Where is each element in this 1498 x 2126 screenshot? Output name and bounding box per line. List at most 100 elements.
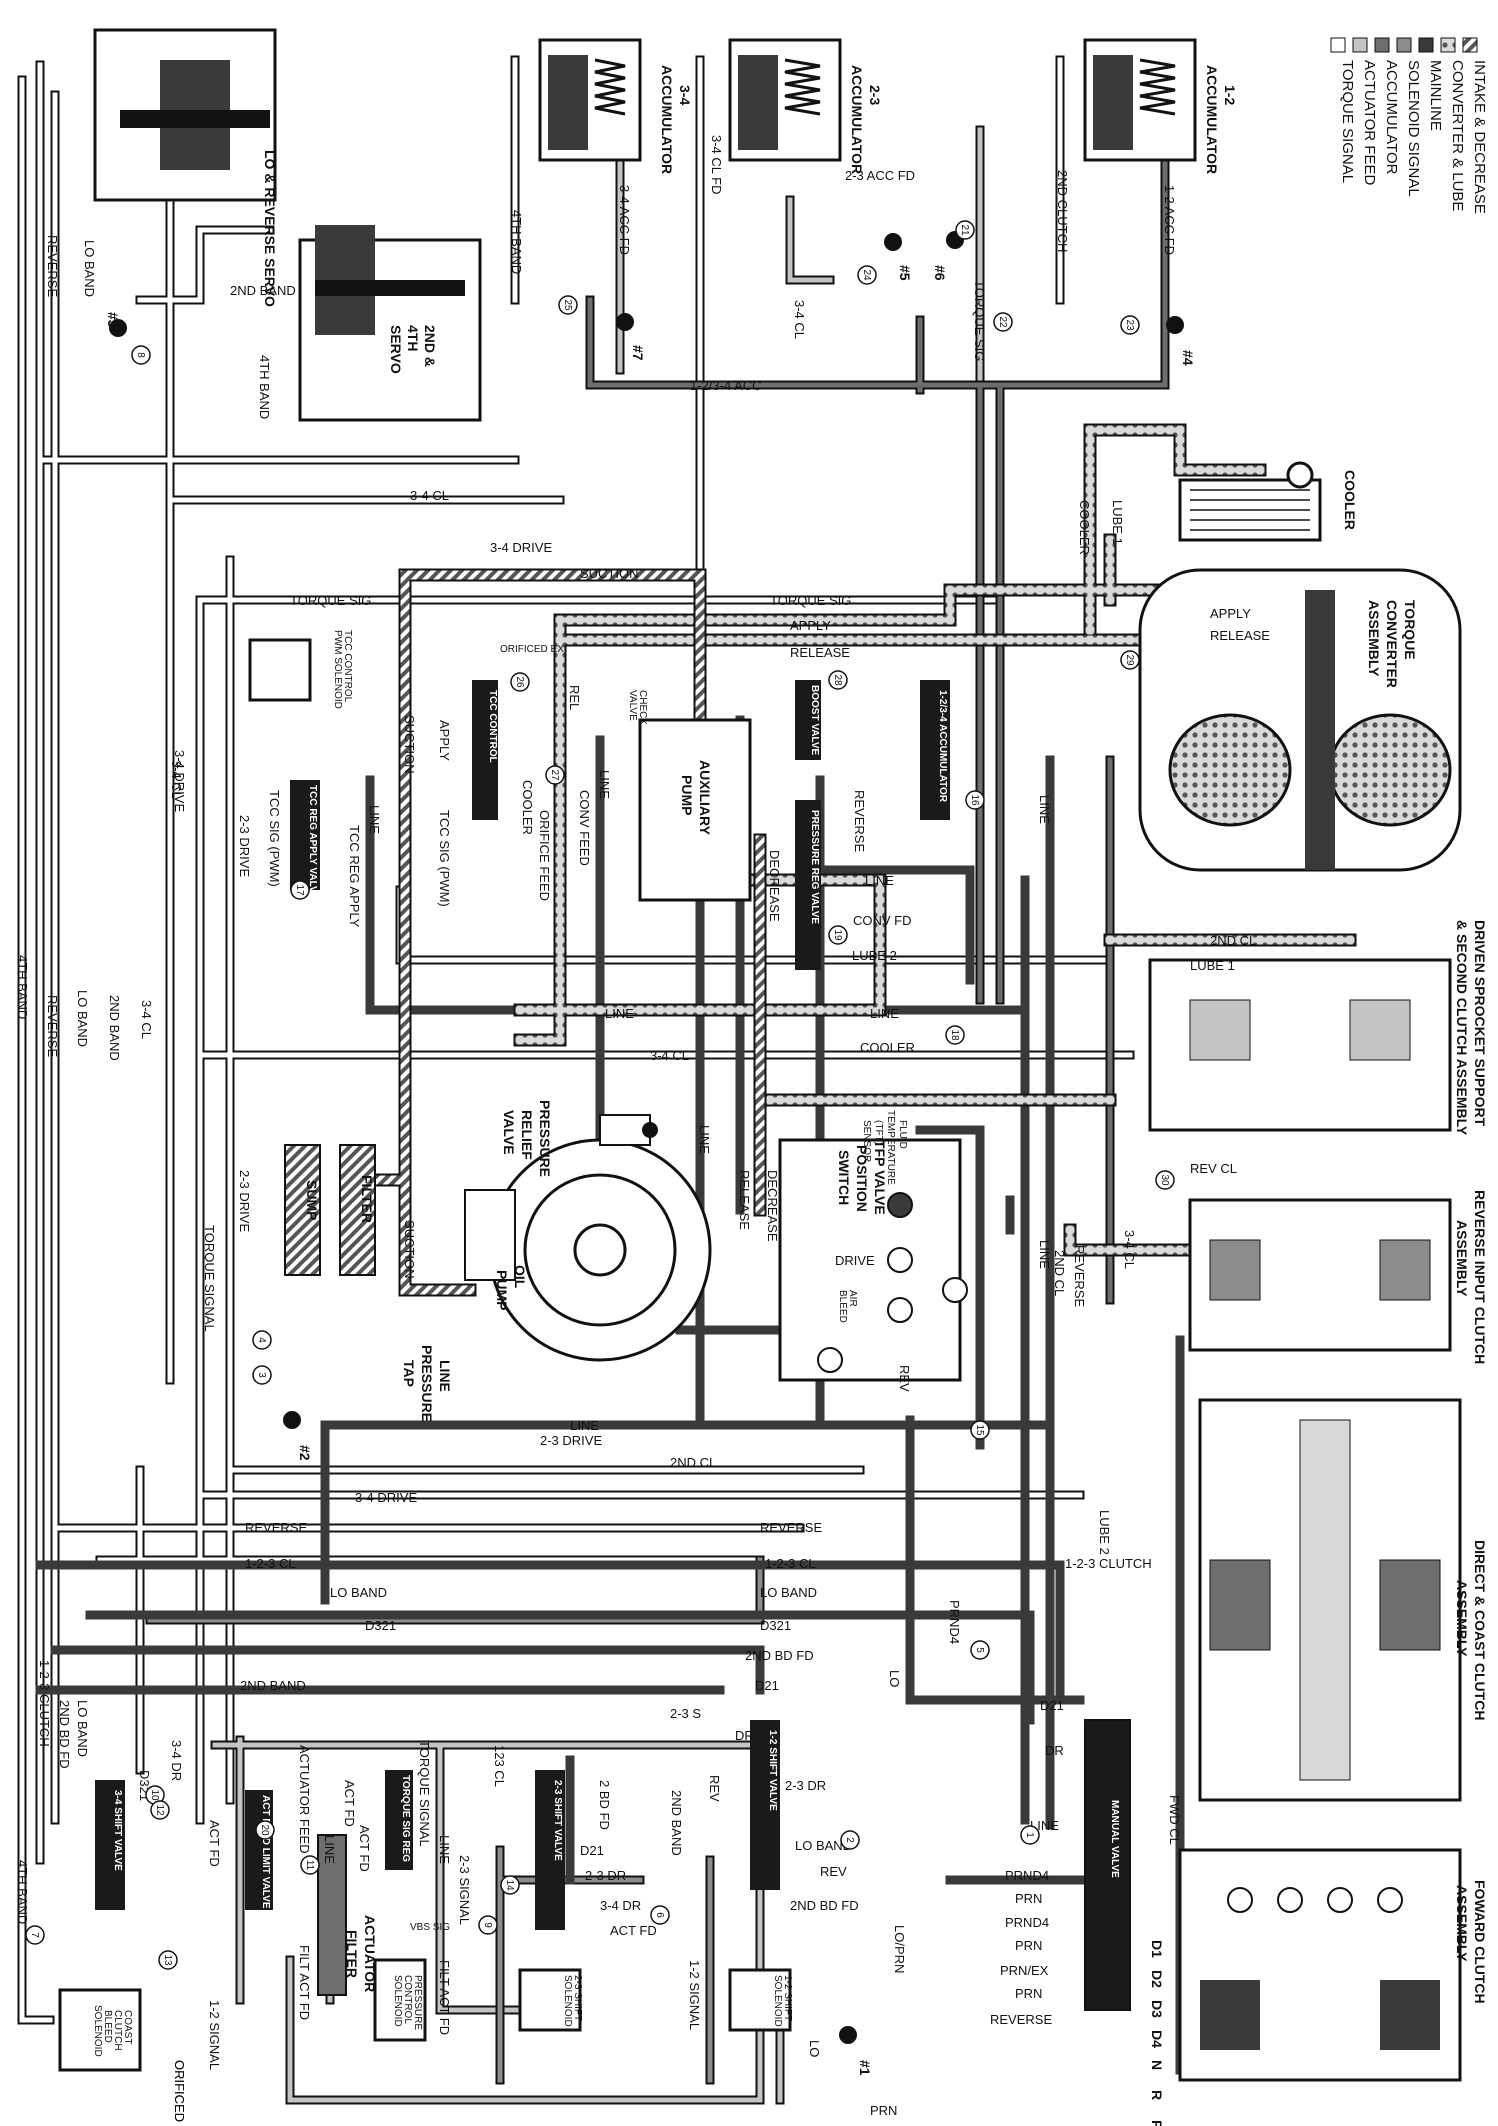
orifice-number: 11	[304, 1860, 315, 1871]
orifice-marker	[300, 1855, 320, 1875]
passage-label: ACT FD	[342, 1780, 357, 1827]
component-label: TFP VALVE	[872, 1140, 888, 1215]
passage-label: 2ND CL	[1210, 933, 1256, 948]
pressure-relief-valve	[599, 1114, 658, 1146]
check-ball-label: #5	[897, 265, 913, 281]
component-label: ASSEMBLY	[1454, 1580, 1470, 1657]
passage-label: D21	[580, 1843, 604, 1858]
passage-label: TCC SIG (PWM)	[437, 810, 452, 907]
orifice-marker	[131, 345, 151, 365]
passage-label: 2-3 DR	[585, 1868, 626, 1883]
servo-2nd-4th	[298, 225, 482, 422]
legend-label: MAINLINE	[1427, 60, 1444, 131]
passage-label: TORQUE SIG	[290, 593, 371, 608]
passage-label: LUBE 1	[1110, 500, 1125, 545]
legend-label: TORQUE SIGNAL	[1339, 60, 1356, 183]
coast-clutch-bleed-solenoid	[58, 1988, 142, 2072]
shift-2-3-valve-body	[535, 1770, 565, 1930]
component-label: 1-2 SHIFT VALVE	[767, 1730, 778, 1811]
orifice-number: 26	[514, 676, 525, 688]
component-label: COAST	[122, 2010, 133, 2044]
orifice-marker	[965, 790, 985, 810]
passage-label: PRN	[1015, 1986, 1042, 2001]
component-label: BOOST VALVE	[809, 685, 820, 756]
orifice-marker	[1155, 1170, 1175, 1190]
auxiliary-pump	[638, 718, 752, 902]
orifice-number: 13	[162, 1954, 173, 1966]
tcc-pwm-solenoid	[248, 638, 312, 702]
act-feed-limit-valve-body	[245, 1790, 273, 1910]
component-label: ACTUATOR	[362, 1915, 378, 1992]
passage-label: TCC REG APPLY	[347, 825, 362, 928]
passage-label: 3-4 CL	[410, 488, 449, 503]
component-label: REVERSE INPUT CLUTCH	[1472, 1190, 1488, 1364]
component-label: TAP	[401, 1360, 417, 1387]
shift-1-2-solenoid	[728, 1968, 792, 2032]
component-label: CLUTCH	[112, 2010, 123, 2051]
orifice-marker	[857, 265, 877, 285]
passage-label: LUBE 2	[852, 948, 897, 963]
torque-converter	[1138, 568, 1462, 872]
component-label: 1-2	[1222, 85, 1238, 105]
passage-label: REL	[567, 685, 582, 710]
orifice-marker	[478, 1915, 498, 1935]
check-ball-label: #4	[1180, 350, 1196, 366]
component-label: TORQUE SIG REG	[400, 1775, 411, 1862]
legend-label: CONVERTER & LUBE	[1449, 60, 1466, 211]
passage-label: PRND4	[1005, 1915, 1049, 1930]
component-label: FOWARD CLUTCH	[1472, 1880, 1488, 2004]
component-label: PUMP	[679, 775, 695, 815]
passage-label: 3-4 DR	[600, 1898, 641, 1913]
component-label: SWITCH	[836, 1150, 852, 1205]
passage-label: REV CL	[1190, 1161, 1237, 1176]
component-label: SUMP	[304, 1180, 320, 1220]
cooler	[1178, 461, 1322, 542]
component-label: SOLENOID	[772, 1975, 783, 2027]
orifice-marker	[945, 1025, 965, 1045]
component-label: 3-4	[677, 85, 693, 105]
passage-label: 2ND CL	[670, 1455, 716, 1470]
component-label: PUMP	[494, 1270, 510, 1310]
component-label: 2-3 SHIFT	[572, 1975, 583, 2021]
passage-label: ACT FD	[357, 1825, 372, 1872]
component-label: FILTER	[344, 1930, 360, 1978]
passage-label: 2ND BAND	[240, 1678, 306, 1693]
passage-label: LINE	[597, 770, 612, 799]
passage-label: REV	[897, 1365, 912, 1392]
component-label: 2-3	[867, 85, 883, 105]
passage-label: D21	[755, 1678, 779, 1693]
passage-label: REV	[707, 1775, 722, 1802]
passage-label: SUCTION	[402, 715, 417, 774]
component-label: VALVE	[501, 1110, 517, 1155]
orifice-number: 4	[256, 1337, 267, 1343]
passage-label: 1-2 ACC FD	[1162, 185, 1177, 255]
orifice-marker	[255, 1820, 275, 1840]
passage-label: RELEASE	[1210, 628, 1270, 643]
component-label: ASSEMBLY	[1366, 600, 1382, 677]
forward-clutch	[1178, 1848, 1462, 2082]
orifice-number: 14	[504, 1879, 515, 1891]
passage-label: 3-4 CL	[792, 300, 807, 339]
passage-label: 2ND BD FD	[790, 1898, 859, 1913]
orifice-number: 18	[949, 1029, 960, 1041]
accumulator-1-2	[1083, 38, 1197, 162]
passage-label: 2-3 DRIVE	[237, 815, 252, 877]
component-label: ACCUMULATOR	[1204, 65, 1220, 174]
passage-label: COOLER	[520, 780, 535, 835]
gear-position-label: R	[1149, 2090, 1165, 2100]
passage-label: 3-4 DRIVE	[355, 1490, 417, 1505]
component-label: SOLENOID	[92, 2005, 103, 2057]
passage-label: 2ND BAND	[230, 283, 296, 298]
component-label: LO & REVERSE SERVO	[262, 150, 278, 307]
orifice-number: 22	[997, 316, 1008, 328]
passage-label: COOLER	[860, 1040, 915, 1055]
passage-label: PRN	[1015, 1938, 1042, 1953]
passage-label: 4TH BAND	[509, 210, 524, 274]
check-ball-label: #7	[630, 345, 646, 361]
lo-reverse-servo	[93, 28, 277, 202]
passage-label: 2-3 S	[670, 1706, 701, 1721]
component-label: 4TH	[405, 325, 421, 351]
component-label: PRESSURE REG VALVE	[809, 810, 820, 924]
passage-label: 3-4 CL	[1122, 1230, 1137, 1269]
